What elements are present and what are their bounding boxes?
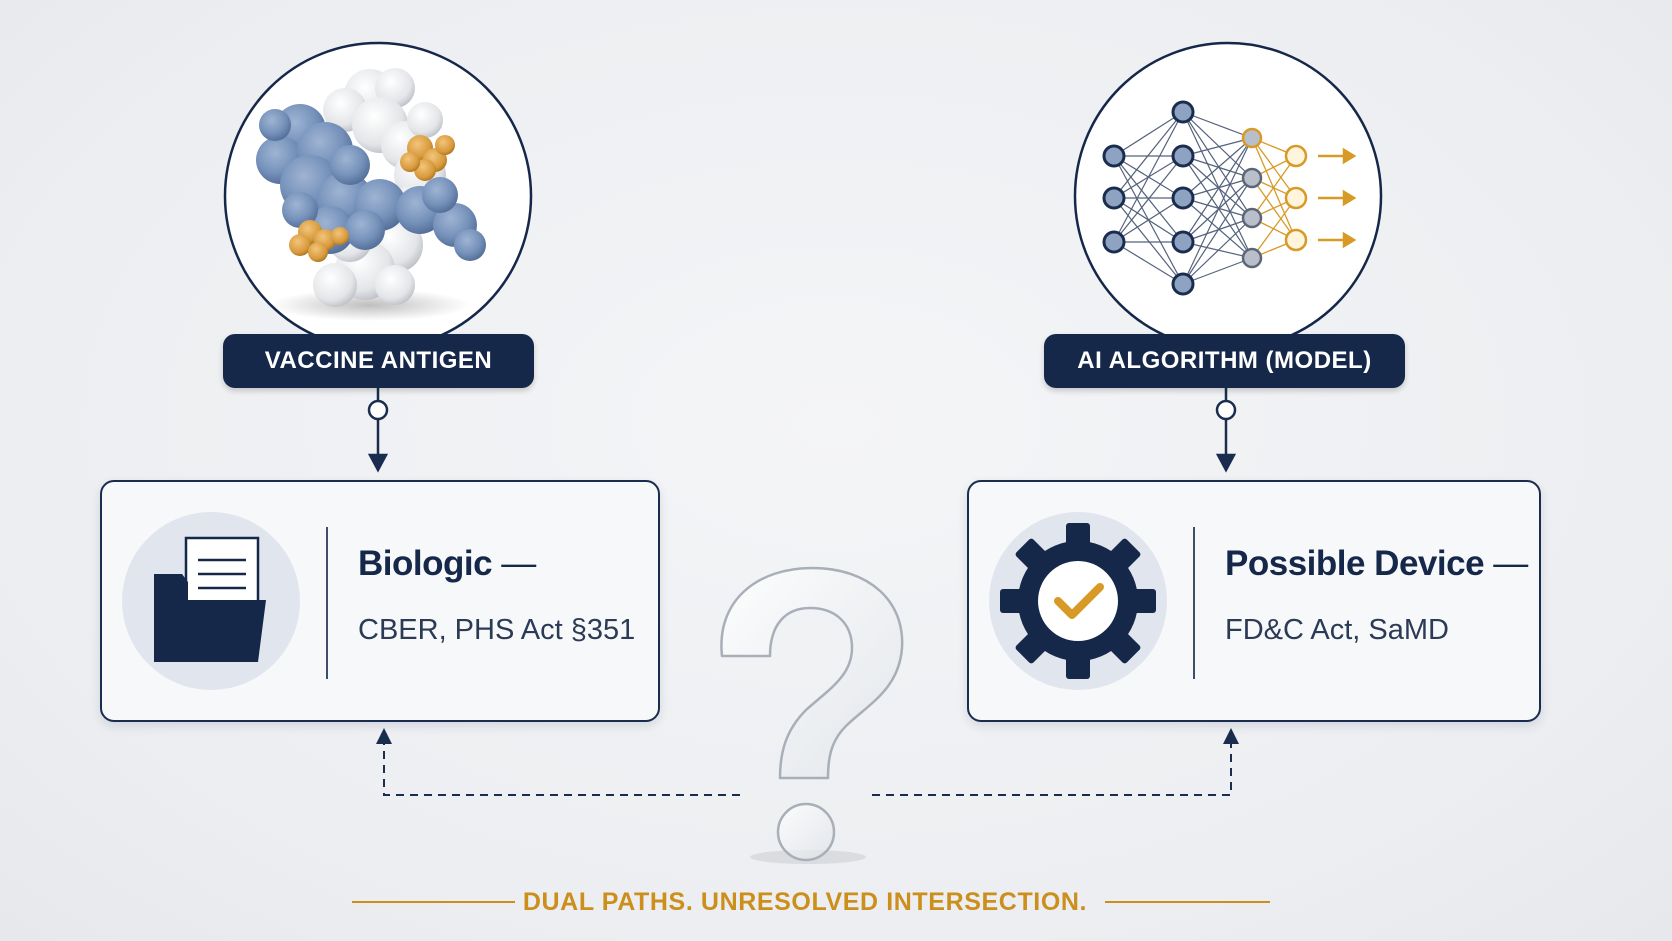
device-title-dash: — bbox=[1493, 544, 1528, 583]
question-mark-icon bbox=[720, 566, 904, 864]
dashed-path-left bbox=[383, 740, 740, 796]
device-subtitle: FD&C Act, SaMD bbox=[1225, 614, 1449, 646]
vaccine-antigen-label: VACCINE ANTIGEN bbox=[223, 334, 534, 388]
footer-caption: DUAL PATHS. UNRESOLVED INTERSECTION. bbox=[522, 888, 1088, 916]
biologic-subtitle: CBER, PHS Act §351 bbox=[358, 614, 636, 646]
biologic-title-text: Biologic bbox=[358, 544, 493, 583]
vaccine-antigen-illustration bbox=[223, 41, 533, 351]
biologic-card: Biologic — CBER, PHS Act §351 bbox=[100, 480, 660, 722]
folder-icon-disc bbox=[122, 512, 300, 690]
ai-algorithm-label: AI ALGORITHM (MODEL) bbox=[1044, 334, 1405, 388]
dashed-arrowhead-right bbox=[1223, 728, 1239, 744]
ai-algorithm-label-text: AI ALGORITHM (MODEL) bbox=[1077, 347, 1372, 374]
dashed-arrowhead-left bbox=[376, 728, 392, 744]
card-divider bbox=[326, 527, 328, 679]
biologic-title: Biologic — bbox=[358, 544, 536, 584]
connector-left bbox=[367, 388, 389, 473]
device-card: Possible Device — FD&C Act, SaMD bbox=[967, 480, 1541, 722]
biologic-title-dash: — bbox=[501, 544, 536, 583]
device-title-text: Possible Device bbox=[1225, 544, 1485, 583]
vaccine-antigen-label-text: VACCINE ANTIGEN bbox=[264, 347, 493, 374]
device-title: Possible Device — bbox=[1225, 544, 1528, 584]
connector-right bbox=[1215, 388, 1237, 473]
gear-icon-disc bbox=[989, 512, 1167, 690]
gear-check-icon bbox=[1000, 523, 1156, 679]
card-divider bbox=[1193, 527, 1195, 679]
folder-document-icon bbox=[154, 536, 266, 662]
dashed-path-right bbox=[872, 740, 1232, 796]
neural-network-illustration bbox=[1073, 41, 1383, 351]
